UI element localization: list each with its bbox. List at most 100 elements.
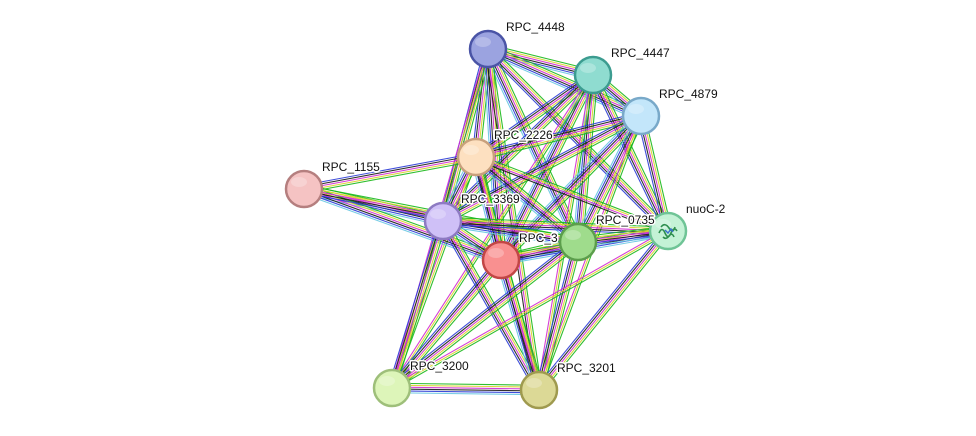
edge-RPC_1155-RPC_3: [302, 184, 503, 265]
node-circle[interactable]: [423, 201, 463, 241]
edge-evidence-line: [487, 48, 669, 232]
edge-RPC_2226-RPC_1155: [303, 152, 477, 194]
edge-evidence-line: [476, 119, 643, 162]
edge-evidence-line: [474, 159, 668, 235]
edge-evidence-line: [392, 386, 540, 390]
node-circle[interactable]: [558, 222, 598, 262]
edge-evidence-line: [387, 219, 440, 388]
node-label: RPC_2226: [494, 128, 553, 142]
node-circle[interactable]: [519, 370, 559, 410]
edge-RPC_2226-nuoC-2: [474, 153, 670, 235]
edge-evidence-line: [489, 44, 644, 113]
edge-evidence-line: [490, 48, 505, 260]
edge-evidence-line: [392, 243, 580, 390]
node-circle[interactable]: [481, 240, 521, 280]
node-circle[interactable]: [372, 368, 412, 408]
edge-evidence-line: [486, 49, 578, 243]
node-RPC_0735[interactable]: [558, 222, 598, 262]
edge-evidence-line: [484, 49, 576, 244]
edge-evidence-line: [388, 257, 499, 386]
edge-evidence-line: [302, 191, 501, 264]
edge-evidence-line: [391, 259, 502, 389]
node-RPC_4879[interactable]: [621, 96, 661, 136]
edge-evidence-line: [542, 242, 583, 392]
node-label-halo: RPC_3200: [410, 359, 469, 373]
edge-evidence-line: [499, 74, 593, 260]
node-RPC_3200[interactable]: [372, 368, 412, 408]
edge-evidence-line: [473, 71, 592, 155]
edge-RPC_3-RPC_3201: [495, 258, 545, 392]
edge-RPC_3369-RPC_3200: [387, 219, 448, 390]
edge-evidence-line: [443, 117, 643, 224]
node-circle[interactable]: [284, 169, 324, 209]
edge-nuoC-2-RPC_3200: [390, 228, 670, 391]
node-nuoC-2[interactable]: [648, 211, 688, 251]
node-label-halo: RPC_3201: [557, 361, 616, 375]
edge-evidence-line: [592, 74, 669, 232]
edge-evidence-line: [573, 113, 638, 241]
edge-evidence-line: [392, 232, 670, 391]
edge-evidence-line: [304, 187, 502, 260]
edge-evidence-line: [499, 260, 539, 391]
edge-evidence-line: [442, 223, 578, 246]
node-label: RPC_3369: [461, 192, 520, 206]
edge-evidence-line: [535, 228, 666, 388]
edge-evidence-line: [492, 48, 507, 260]
node-label-halo: RPC_2226: [494, 128, 553, 142]
edge-evidence-line: [445, 77, 597, 225]
node-circle[interactable]: [468, 29, 508, 69]
edge-evidence-line: [503, 259, 543, 390]
edge-evidence-line: [574, 114, 639, 241]
edge-evidence-line: [486, 49, 668, 233]
edge-evidence-line: [487, 49, 641, 118]
edge-evidence-line: [495, 261, 535, 392]
edge-evidence-line: [486, 51, 641, 120]
edge-evidence-line: [391, 241, 579, 389]
node-RPC_3201[interactable]: [519, 370, 559, 410]
node-RPC_4448[interactable]: [468, 29, 508, 69]
edge-evidence-line: [638, 116, 667, 232]
node-label: RPC_3201: [557, 361, 616, 375]
node-circle[interactable]: [621, 96, 661, 136]
node-circle[interactable]: [573, 55, 613, 95]
edge-evidence-line: [475, 115, 642, 158]
edge-evidence-line: [474, 72, 593, 156]
edge-evidence-line: [576, 74, 593, 242]
edge-evidence-line: [640, 115, 669, 232]
edge-evidence-line: [440, 112, 640, 219]
node-highlight: [580, 63, 596, 73]
edge-evidence-line: [303, 152, 476, 186]
node-circle[interactable]: [456, 137, 496, 177]
edge-evidence-line: [390, 258, 500, 388]
edge-evidence-line: [445, 218, 543, 389]
node-RPC_4447[interactable]: [573, 55, 613, 95]
node-highlight: [379, 376, 395, 386]
edge-evidence-line: [582, 75, 599, 243]
node-label: RPC_0735: [596, 213, 655, 227]
edge-evidence-line: [475, 157, 668, 233]
node-circle[interactable]: [648, 211, 688, 251]
node-RPC_3369[interactable]: [423, 201, 463, 241]
edge-evidence-line: [391, 388, 539, 392]
edge-evidence-line: [389, 238, 576, 386]
edge-RPC_0735-RPC_3201: [534, 240, 583, 392]
node-RPC_2226[interactable]: [456, 137, 496, 177]
edge-evidence-line: [393, 221, 446, 389]
edge-RPC_4879-nuoC-2: [636, 115, 673, 232]
node-label-halo: RPC_0735: [596, 213, 655, 227]
edge-evidence-line: [541, 233, 672, 393]
edge-evidence-line: [475, 113, 641, 156]
edge-RPC_3200-RPC_3201: [391, 382, 540, 396]
node-label: RPC_4448: [506, 20, 565, 34]
node-highlight: [488, 248, 504, 258]
edge-evidence-line: [390, 240, 578, 387]
node-highlight: [526, 378, 542, 388]
edge-evidence-line: [444, 118, 644, 225]
node-RPC_3[interactable]: [481, 240, 521, 280]
node-RPC_1155[interactable]: [284, 169, 324, 209]
edge-evidence-line: [476, 117, 642, 160]
edge-evidence-line: [538, 230, 669, 391]
edge-evidence-line: [538, 241, 579, 391]
edge-evidence-line: [391, 392, 539, 396]
